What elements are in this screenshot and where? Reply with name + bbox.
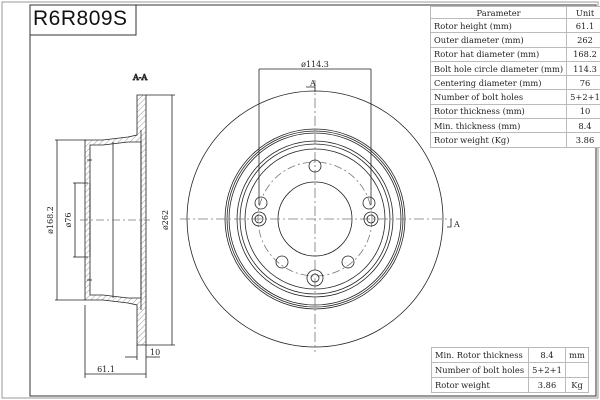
bolt-hole <box>341 255 355 269</box>
spec-row: Rotor hat diameter (mm)168.2 <box>429 46 600 62</box>
summary-value: 8.4 <box>527 347 567 363</box>
summary-value: 3.86 <box>527 377 567 393</box>
dim-hat-diameter: ø168.2 <box>46 206 55 234</box>
dim-height: 61.1 <box>97 365 115 374</box>
summary-label: Number of bolt holes <box>431 362 529 378</box>
spec-row: Outer diameter (mm)262 <box>429 32 600 48</box>
drawing-border <box>29 4 597 397</box>
spec-label: Rotor hat diameter (mm) <box>429 46 568 62</box>
spec-value: 114.3 <box>566 60 600 77</box>
spec-header-row: Parameter Unit <box>429 6 600 19</box>
header-parameter: Parameter <box>429 6 568 19</box>
spec-value: 5+2+1 <box>566 89 600 105</box>
spec-value: 10 <box>566 103 600 120</box>
spec-row: Rotor thickness (mm)10 <box>429 103 600 120</box>
summary-label: Min. Rotor thickness <box>431 347 529 363</box>
dim-outer: ø262 <box>161 210 170 230</box>
spec-value: 76 <box>566 75 600 91</box>
summary-unit: mm <box>565 347 589 363</box>
spec-label: Rotor weight (Kg) <box>429 132 568 148</box>
bolt-hole <box>275 255 289 269</box>
summary-label: Rotor weight <box>431 377 529 393</box>
bolt-hole <box>362 196 376 210</box>
header-unit: Unit <box>566 6 600 19</box>
front-view <box>180 68 452 352</box>
spec-label: Rotor thickness (mm) <box>429 103 568 120</box>
spec-row: Rotor weight (Kg)3.86 <box>429 132 600 148</box>
spec-value: 168.2 <box>566 46 600 62</box>
section-marker-top: A <box>309 79 316 88</box>
summary-unit: Kg <box>565 377 589 393</box>
spec-label: Outer diameter (mm) <box>429 32 568 48</box>
section-marker-right: A <box>453 220 460 229</box>
spec-label: Rotor height (mm) <box>429 17 568 34</box>
spec-row: Centering diameter (mm)76 <box>429 75 600 91</box>
dim-centering: ø76 <box>64 213 73 228</box>
spec-label: Min. thickness (mm) <box>429 118 568 134</box>
spec-label: Number of bolt holes <box>429 89 568 105</box>
bolt-hole <box>308 159 322 173</box>
title-box <box>29 4 137 36</box>
spec-value: 3.86 <box>566 132 600 148</box>
dim-thickness: 10 <box>150 348 160 357</box>
spec-value: 8.4 <box>566 118 600 134</box>
spec-table: Parameter Unit Rotor height (mm)61.1 Out… <box>429 6 600 148</box>
spec-value: 61.1 <box>566 17 600 34</box>
section-view: A-A <box>55 73 175 378</box>
dim-bolt-circle: ø114.3 <box>301 60 329 69</box>
section-label: A-A <box>132 73 147 82</box>
summary-value: 5+2+1 <box>527 362 567 378</box>
spec-value: 262 <box>566 32 600 48</box>
spec-row: Bolt hole circle diameter (mm)114.3 <box>429 60 600 77</box>
summary-unit <box>565 362 589 378</box>
spec-row: Min. thickness (mm)8.4 <box>429 118 600 134</box>
spec-label: Bolt hole circle diameter (mm) <box>429 60 568 77</box>
spec-row: Rotor height (mm)61.1 <box>429 17 600 34</box>
spec-label: Centering diameter (mm) <box>429 75 568 91</box>
bolt-hole <box>254 196 268 210</box>
part-number-title: R6R809S <box>33 7 128 30</box>
